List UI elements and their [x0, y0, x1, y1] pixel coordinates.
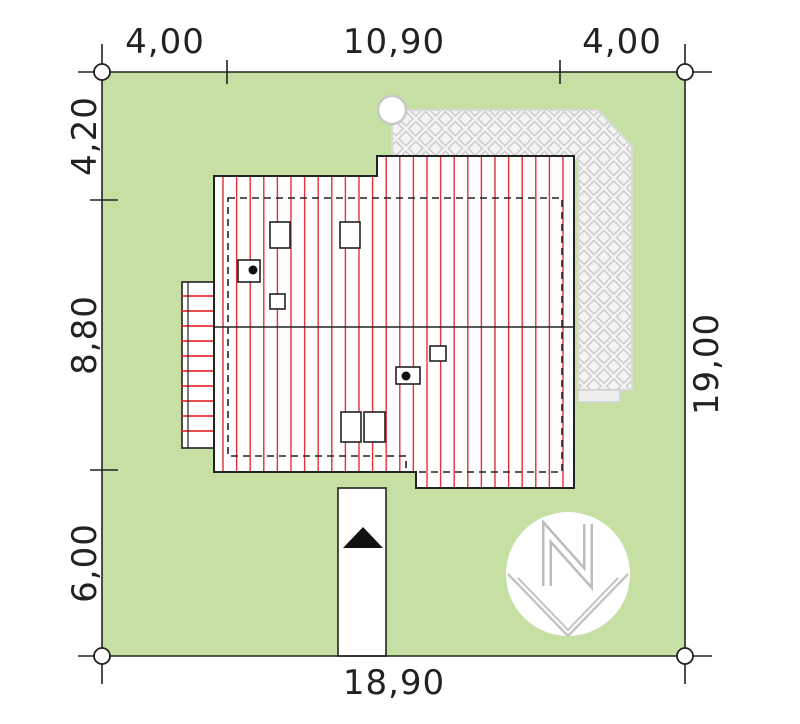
- north-arrow-icon: [506, 512, 630, 638]
- dim-right: 19,00: [687, 313, 727, 415]
- corner-marker-icon: [93, 63, 694, 665]
- dim-left-bottom: 6,00: [65, 523, 105, 603]
- vent: [269, 293, 286, 310]
- terrace-step: [577, 389, 621, 403]
- entrance-arrow-icon: [343, 527, 383, 548]
- dim-top-right: 4,00: [582, 22, 662, 62]
- skylight: [340, 411, 362, 443]
- dim-left-middle: 8,80: [65, 295, 105, 375]
- dim-bottom: 18,90: [343, 663, 445, 703]
- skylight: [363, 411, 386, 443]
- house-roof: [213, 155, 575, 489]
- vent: [429, 345, 447, 362]
- skylight: [269, 221, 291, 249]
- dimension-lines: [78, 44, 712, 684]
- terrace-light: [376, 94, 408, 126]
- driveway: [337, 487, 387, 657]
- dim-top-left: 4,00: [125, 22, 205, 62]
- dim-left-top: 4,20: [65, 96, 105, 176]
- porch-stairs: [181, 281, 215, 449]
- skylight: [339, 221, 361, 249]
- dim-top-middle: 10,90: [343, 22, 445, 62]
